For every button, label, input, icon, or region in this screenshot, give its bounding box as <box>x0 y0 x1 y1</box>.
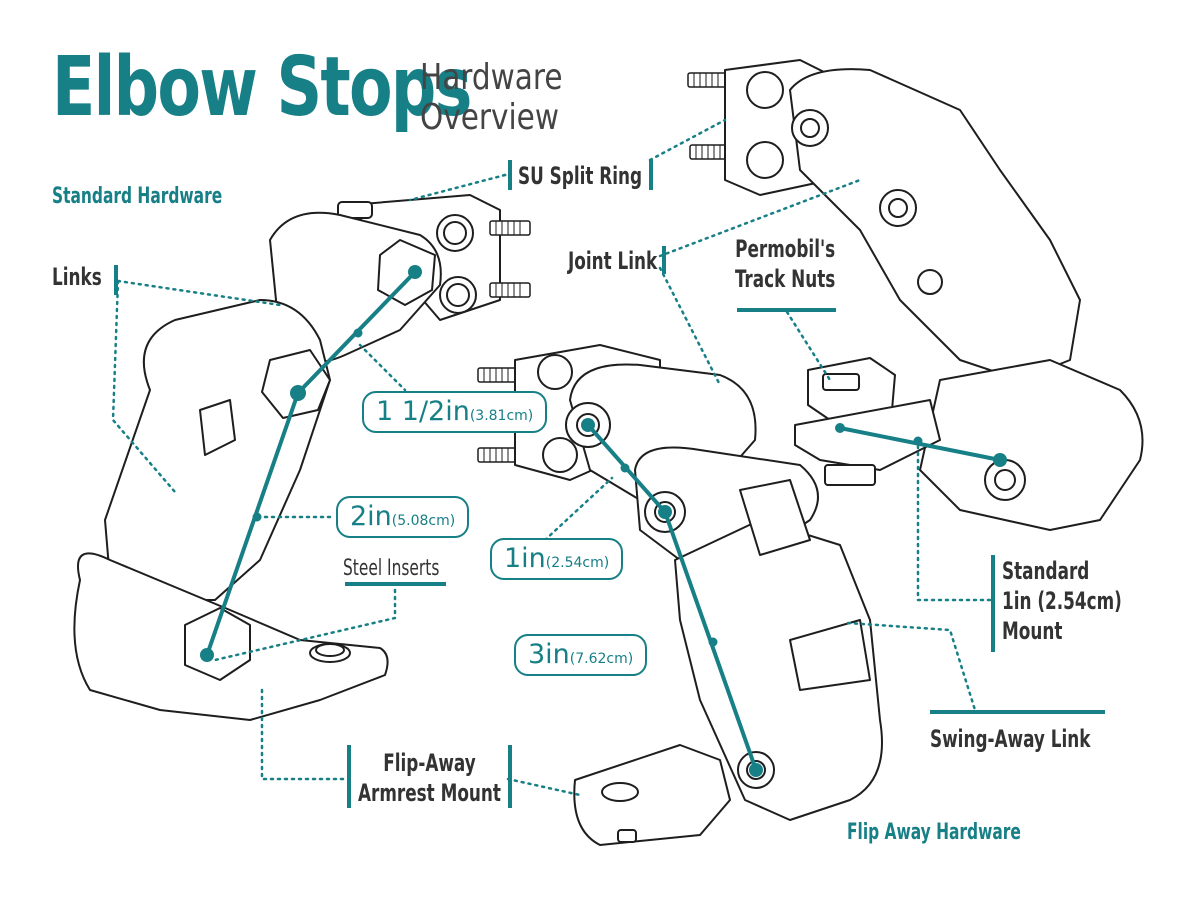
callout-su-split-ring: SU Split Ring <box>518 162 643 190</box>
standard-mount-line-3: Mount <box>1002 617 1063 645</box>
callout-permobil-track-nuts: Permobil's Track Nuts <box>735 234 835 294</box>
callout-bars <box>114 160 1105 808</box>
leader-lines <box>111 118 992 797</box>
measurement-metric: (7.62cm) <box>569 651 634 667</box>
measurement-value: 1 1/2in <box>376 396 470 427</box>
standard-mount-line-1: Standard <box>1002 557 1090 585</box>
measurement-metric: (2.54cm) <box>545 555 610 571</box>
callout-flip-away-armrest-mount: Flip-Away Armrest Mount <box>358 748 501 808</box>
measurement-value: 2in <box>350 501 392 532</box>
callout-links: Links <box>52 263 102 291</box>
page-title: Elbow Stops <box>52 40 472 135</box>
standard-mount-elbow-stop <box>687 59 1144 531</box>
measurement-3in: 3in(7.62cm) <box>514 634 648 676</box>
section-standard-hardware: Standard Hardware <box>52 184 223 209</box>
subtitle-line-1: Hardware <box>420 57 563 98</box>
page-subtitle: Hardware Overview <box>420 58 563 138</box>
measurement-metric: (3.81cm) <box>469 408 534 424</box>
permobil-line-2: Track Nuts <box>735 265 836 293</box>
subtitle-line-2: Overview <box>420 97 559 138</box>
section-flip-away-hardware: Flip Away Hardware <box>847 820 1021 845</box>
callout-standard-mount: Standard 1in (2.54cm) Mount <box>1002 556 1122 646</box>
measurement-points <box>200 265 1007 777</box>
measurement-2in: 2in(5.08cm) <box>336 496 470 538</box>
measurement-value: 3in <box>528 639 570 670</box>
measurement-1in: 1in(2.54cm) <box>490 538 624 580</box>
flip-away-line-2: Armrest Mount <box>358 779 501 807</box>
measurement-1-5in: 1 1/2in(3.81cm) <box>362 391 548 433</box>
callout-steel-inserts: Steel Inserts <box>343 556 440 581</box>
measurement-metric: (5.08cm) <box>391 513 456 529</box>
standard-mount-line-2: 1in (2.54cm) <box>1002 587 1122 615</box>
flip-away-elbow-stop <box>477 344 883 846</box>
measurement-value: 1in <box>504 543 546 574</box>
permobil-line-1: Permobil's <box>735 235 836 263</box>
standard-elbow-stop <box>73 194 531 721</box>
flip-away-line-1: Flip-Away <box>383 749 476 777</box>
callout-joint-link: Joint Link <box>568 247 658 275</box>
callout-swing-away-link: Swing-Away Link <box>930 725 1091 753</box>
